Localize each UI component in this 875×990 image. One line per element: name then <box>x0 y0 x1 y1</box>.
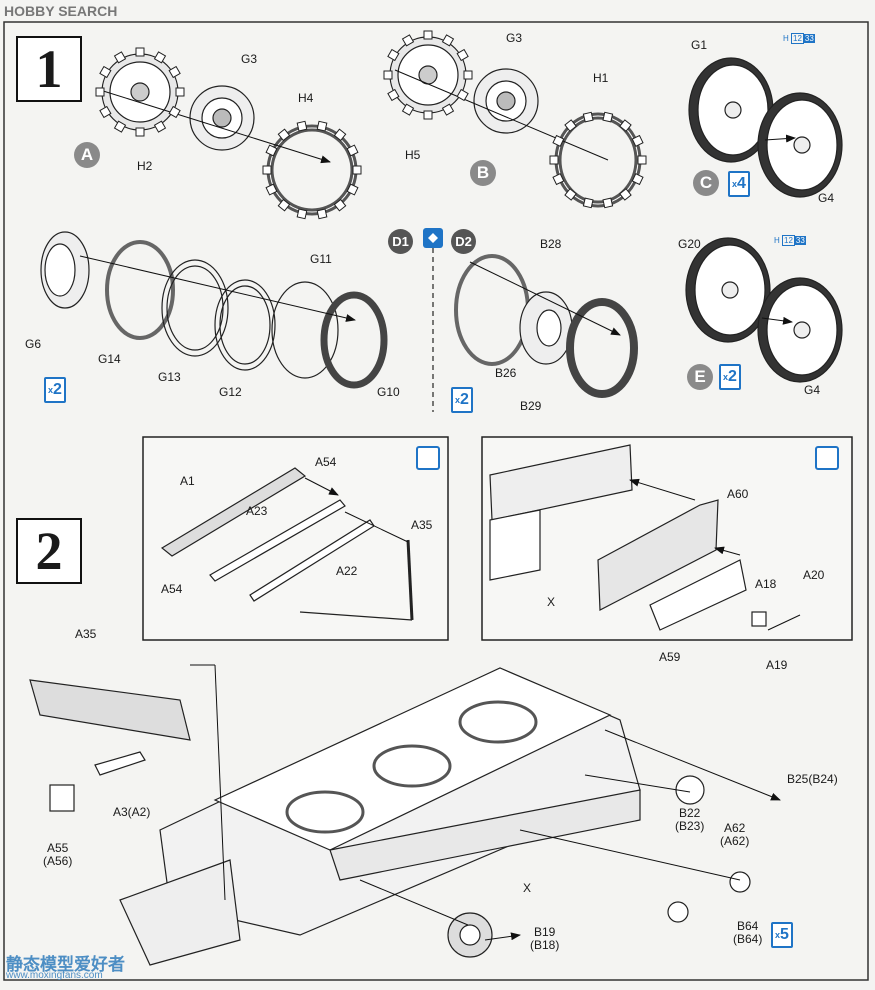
quantity-c: x4 <box>728 171 750 197</box>
part-label: B28 <box>540 237 562 251</box>
quantity-b64: x5 <box>771 922 793 948</box>
part-label: A35 <box>411 518 433 532</box>
quantity-e: x2 <box>719 364 741 390</box>
part-label: B64 (B64) <box>733 919 763 946</box>
part-label: G4 <box>804 383 821 397</box>
part-label: G3 <box>241 52 258 66</box>
sprocket-teeth <box>383 30 473 120</box>
road-wheel-c-drawing <box>688 57 843 198</box>
step-1-number: 1 <box>16 36 82 102</box>
paint-brush-icon <box>815 446 839 470</box>
quantity-d1: x2 <box>44 377 66 403</box>
part-label: G13 <box>158 370 181 384</box>
part-label: G1 <box>691 38 708 52</box>
part-label: A54 <box>161 582 183 596</box>
part-label: X <box>523 881 532 895</box>
part-label: A22 <box>336 564 358 578</box>
assembly-c-badge: C <box>693 170 719 196</box>
part-label: H1 <box>593 71 609 85</box>
step-2-number: 2 <box>16 518 82 584</box>
part-label: A20 <box>803 568 825 582</box>
quantity-d2: x2 <box>451 387 473 413</box>
part-label: G3 <box>506 31 523 45</box>
tow-hitch-inset-drawing <box>489 444 767 631</box>
part-label: G14 <box>98 352 121 366</box>
hull-drawing <box>119 667 641 966</box>
watermark-cn: 静态模型爱好者 <box>6 955 125 974</box>
part-label: A54 <box>315 455 337 469</box>
part-label: B26 <box>495 366 517 380</box>
part-label: A35 <box>75 627 97 641</box>
part-label: A19 <box>766 658 788 672</box>
paint-brush-icon <box>416 446 440 470</box>
part-label: G11 <box>310 252 332 266</box>
leader-line <box>394 69 609 161</box>
part-label: A3(A2) <box>113 805 151 819</box>
idler-d2-drawing <box>454 254 638 398</box>
part-label: G4 <box>818 191 835 205</box>
assembly-d2-badge: D2 <box>451 229 476 254</box>
sprocket-teeth <box>549 111 647 209</box>
part-label: H5 <box>405 148 421 162</box>
part-label: G6 <box>25 337 42 351</box>
road-wheel-e-drawing <box>685 237 843 383</box>
sprocket-teeth <box>262 120 362 220</box>
part-label: A1 <box>180 474 195 488</box>
part-label: H2 <box>137 159 153 173</box>
assembly-d1-badge: D1 <box>388 229 413 254</box>
part-label: G12 <box>219 385 242 399</box>
part-label: A18 <box>755 577 777 591</box>
part-label: B19 (B18) <box>530 925 560 952</box>
part-label: X <box>547 595 556 609</box>
assembly-b-badge: B <box>470 160 496 186</box>
part-label: B22 (B23) <box>675 806 705 833</box>
idler-d1-drawing <box>40 231 388 389</box>
assembly-a-badge: A <box>74 142 100 168</box>
sprocket-teeth <box>95 47 185 137</box>
part-label: B29 <box>520 399 542 413</box>
part-label: A59 <box>659 650 681 664</box>
part-label: H4 <box>298 91 314 105</box>
leader-line <box>99 89 331 164</box>
part-label: A62 (A62) <box>720 821 750 848</box>
part-label: A60 <box>727 487 749 501</box>
assembly-e-badge: E <box>687 364 713 390</box>
watermark-url: www.moxingfans.com <box>6 970 103 981</box>
part-label: A55 (A56) <box>43 841 73 868</box>
leaf-spring-inset-drawing <box>160 467 414 621</box>
hobby-search-watermark: HOBBY SEARCH <box>4 3 118 19</box>
part-label: G20 <box>678 237 701 251</box>
part-label: A23 <box>246 504 268 518</box>
part-label: G10 <box>377 385 400 399</box>
part-label: B25(B24) <box>787 772 838 786</box>
